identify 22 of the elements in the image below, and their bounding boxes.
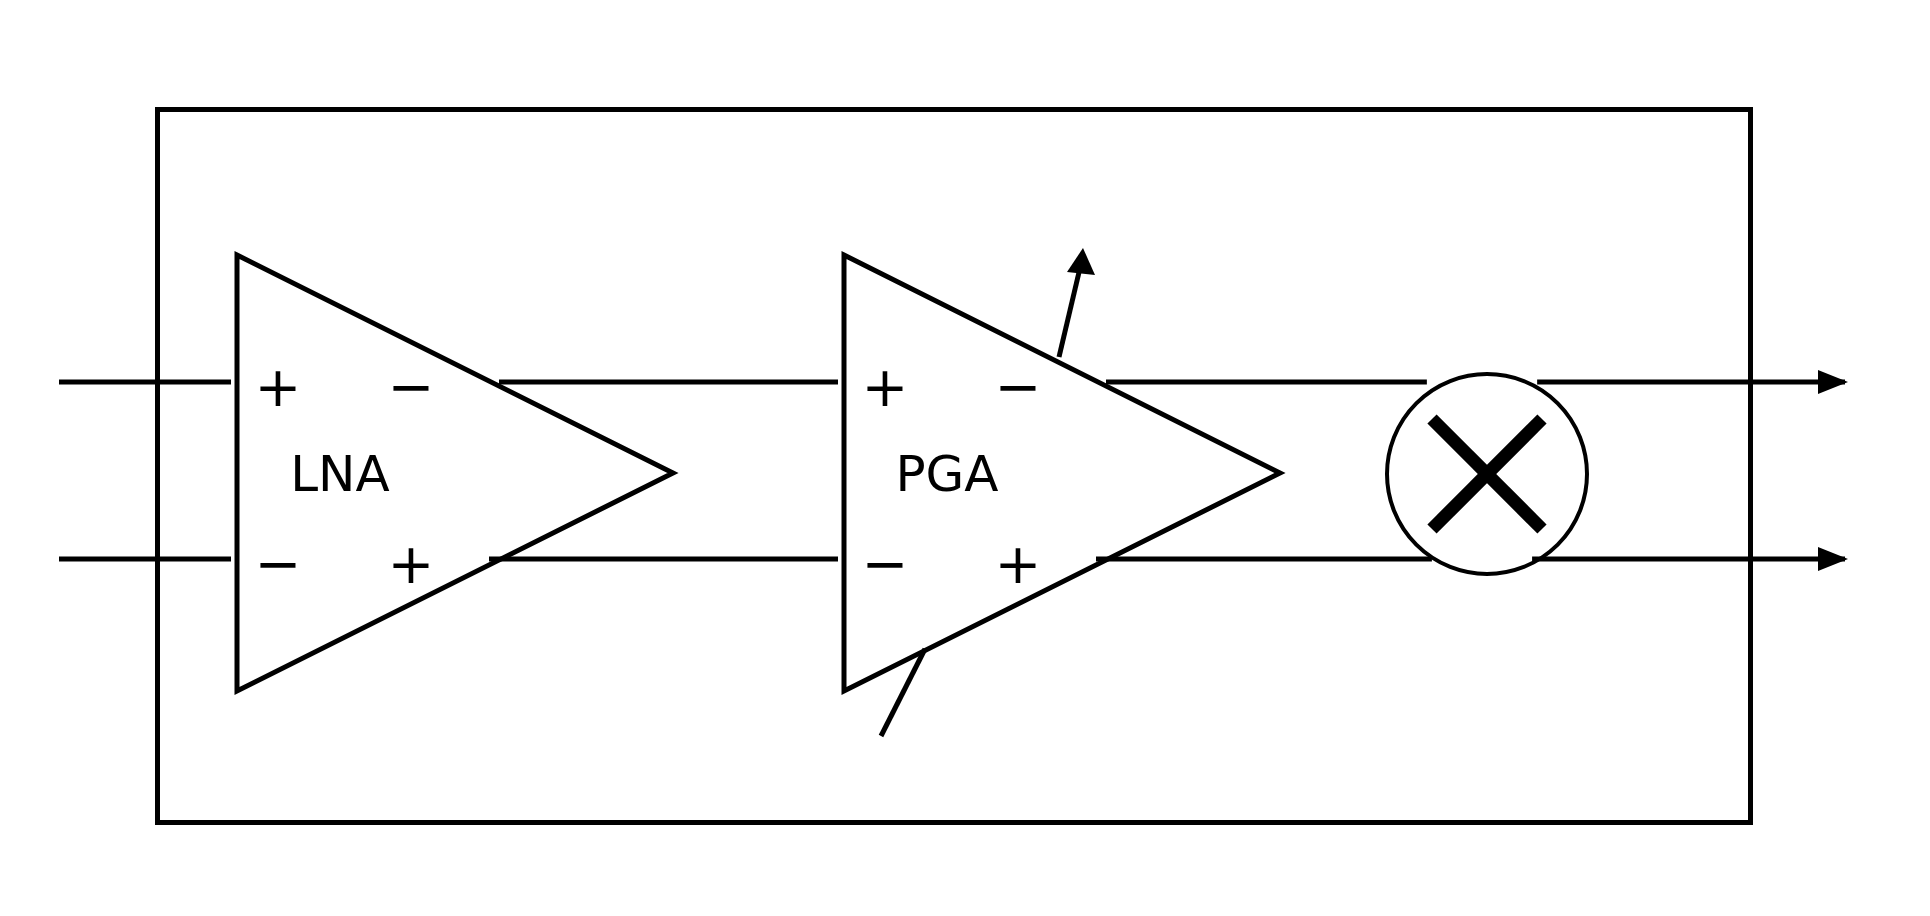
arrow — [1537, 370, 1848, 394]
amplifier-triangle — [841, 252, 1283, 694]
amplifier-triangle — [234, 252, 676, 694]
polarity-sign: + — [994, 536, 1042, 592]
signal-line — [59, 556, 231, 562]
signal-line — [1096, 556, 1432, 562]
signal-line — [499, 379, 838, 385]
polarity-sign: + — [387, 536, 435, 592]
polarity-sign: + — [861, 359, 909, 415]
arrow — [1532, 547, 1848, 571]
polarity-sign: − — [387, 359, 435, 415]
polarity-sign: + — [254, 359, 302, 415]
polarity-sign: − — [994, 359, 1042, 415]
mixer-symbol — [1384, 371, 1590, 577]
block-outline — [155, 107, 1753, 825]
signal-line — [59, 379, 231, 385]
amplifier-label: LNA — [290, 449, 390, 499]
signal-line — [489, 556, 838, 562]
polarity-sign: − — [254, 536, 302, 592]
amplifier-label: PGA — [895, 449, 999, 499]
polarity-sign: − — [861, 536, 909, 592]
signal-line — [1106, 379, 1427, 385]
